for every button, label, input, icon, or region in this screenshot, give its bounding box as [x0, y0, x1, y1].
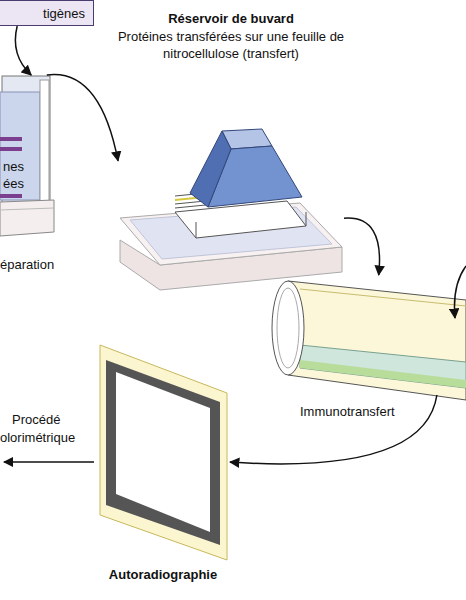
node-label: nes ées	[3, 158, 33, 192]
node-caption: éparation	[0, 256, 54, 273]
process-label: olorimétrique	[0, 429, 75, 446]
gel-apparatus	[0, 76, 54, 236]
outgoing-arrow	[4, 461, 94, 463]
immunoblot-tube: Immunotransfert	[272, 275, 466, 395]
node-caption: Protéines transférées sur une feuille de…	[106, 28, 356, 62]
incoming-arrow	[454, 266, 466, 318]
flow-arrow	[230, 395, 437, 464]
autoradiography-film: Autoradiographie	[96, 340, 230, 562]
node-label: tigènes	[43, 5, 85, 22]
node-label: Autoradiographie	[109, 566, 217, 583]
process-label: Procédé	[12, 411, 60, 428]
flow-arrow	[47, 75, 118, 161]
flow-arrow	[344, 218, 380, 275]
flow-arrow	[15, 26, 31, 75]
blotting-tray	[120, 129, 342, 290]
gel-electrophoresis: nes éeséparation	[0, 75, 52, 237]
incubation-tube	[272, 281, 466, 400]
blotting-reservoir: Réservoir de buvardProtéines transférées…	[118, 128, 344, 292]
node-label: Immunotransfert	[300, 403, 395, 420]
x-ray-film	[100, 345, 227, 560]
antigen-box: tigènes	[0, 0, 94, 26]
node-label: Réservoir de buvard	[168, 10, 294, 27]
